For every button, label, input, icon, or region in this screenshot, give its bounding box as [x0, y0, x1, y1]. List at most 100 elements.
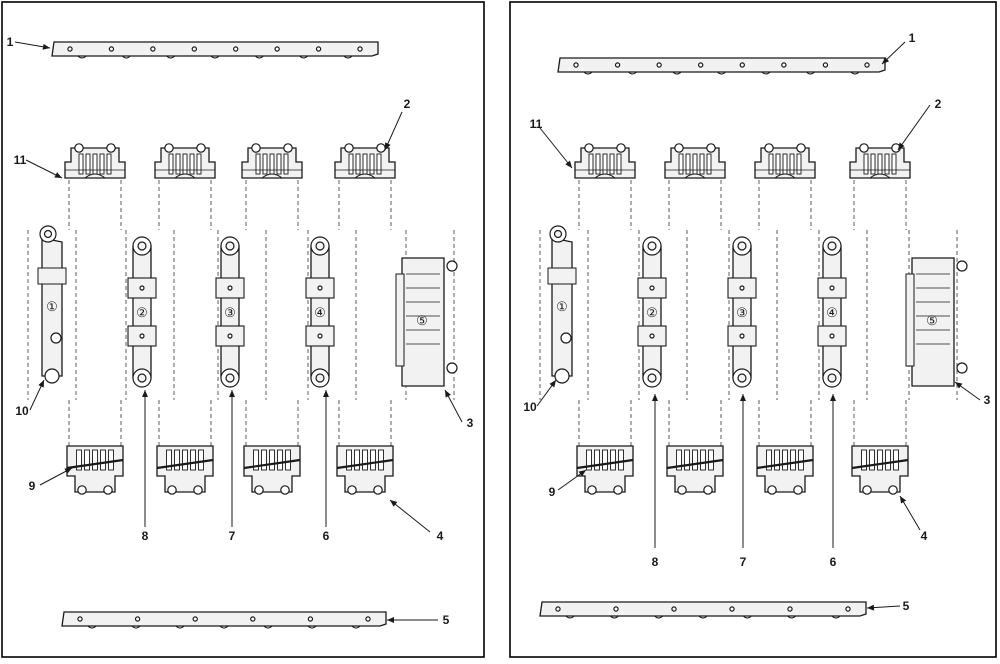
- end-follower-block: [37, 267, 67, 285]
- bar-notch: [628, 71, 637, 75]
- bracket-ear-top: [956, 260, 968, 272]
- bottom-cap-3: [243, 445, 301, 495]
- cap-slot: [92, 153, 98, 175]
- bar-notch: [87, 625, 97, 629]
- end-follower-part-10: ①: [547, 225, 577, 384]
- bottom-cap-slot: [198, 449, 204, 471]
- follower-pin-bottom: [225, 373, 235, 383]
- callout-number: 1: [909, 31, 916, 45]
- cap-slot: [863, 153, 869, 175]
- top-cap-3: [754, 143, 816, 179]
- leader-arrowhead: [229, 390, 235, 397]
- bar-hole: [77, 616, 83, 622]
- cap-bolt-left: [764, 143, 774, 153]
- cap-arch: [174, 173, 196, 179]
- end-follower-pin-top: [43, 229, 53, 239]
- leader-arrowhead: [955, 382, 963, 389]
- bottom-cap-slot: [774, 449, 780, 471]
- bottom-cap-bolt-right: [613, 485, 623, 495]
- bar-hole: [315, 46, 322, 52]
- bottom-cap-slot: [277, 449, 283, 471]
- bar-hole: [357, 46, 363, 52]
- callout: 2: [384, 97, 411, 151]
- cap-slot: [706, 153, 712, 175]
- bar-hole: [150, 46, 156, 52]
- bar-hole: [573, 62, 579, 68]
- follower-cyl-3: ③: [215, 236, 245, 388]
- bottom-cap-2: [666, 445, 724, 495]
- bar-outline: [539, 601, 867, 617]
- dashed-guide: [728, 230, 778, 400]
- bar-hole: [250, 616, 256, 622]
- cap-slot: [884, 153, 890, 175]
- bar-hole: [274, 46, 280, 52]
- cylinder-number-label: ③: [736, 305, 748, 320]
- bottom-cap-slot: [594, 449, 600, 471]
- leader-arrowhead: [652, 394, 658, 401]
- callout-number: 3: [984, 393, 991, 407]
- follower-pin-top: [225, 241, 235, 251]
- bottom-cap-slot: [708, 449, 714, 471]
- bottom-cap-bolt-right: [888, 485, 898, 495]
- dashed-guide: [578, 400, 632, 446]
- bar-notch: [166, 55, 176, 59]
- bottom-cap-bolt-left: [587, 485, 597, 495]
- bar-notch: [77, 55, 87, 59]
- bar-notch: [831, 615, 841, 619]
- bracket-flange: [905, 273, 915, 367]
- cap-slot: [106, 153, 112, 175]
- bottom-cap-bolt-left: [767, 485, 777, 495]
- cap-slot: [789, 153, 795, 175]
- bottom-cap-slot: [346, 449, 352, 471]
- callout-number: 10: [15, 404, 29, 418]
- bar-notch: [299, 55, 309, 59]
- callout-number: 11: [530, 117, 543, 131]
- bottom-cap-seal: [156, 458, 214, 470]
- cap-slot: [678, 153, 684, 175]
- cap-slot: [196, 153, 202, 175]
- cap-bolt-right: [106, 143, 116, 153]
- cap-slot: [276, 153, 282, 175]
- bottom-cap-slot: [92, 449, 98, 471]
- cap-bolt-right: [196, 143, 206, 153]
- callout: 1: [7, 35, 51, 50]
- top-cap-4: [334, 143, 396, 179]
- leader-line: [539, 127, 573, 169]
- leader-arrowhead: [387, 617, 394, 623]
- callout-number: 8: [142, 529, 149, 543]
- bar-notch: [565, 615, 575, 619]
- callout-number: 5: [443, 613, 450, 627]
- callout-number: 4: [921, 529, 928, 543]
- bar-hole: [845, 606, 851, 612]
- cap-arch: [261, 173, 283, 179]
- bottom-cap-3: [756, 445, 814, 495]
- bracket-ear-bottom: [956, 362, 968, 374]
- bar-notch: [742, 615, 752, 619]
- leader-arrowhead: [38, 380, 44, 388]
- dashed-guide: [578, 180, 632, 230]
- bar-hole: [613, 606, 619, 612]
- bar-outline: [557, 57, 886, 73]
- bar-notch: [654, 615, 664, 619]
- follower-pin-top: [137, 241, 147, 251]
- cap-slot: [182, 153, 188, 175]
- top-bar-part-1: [51, 41, 379, 59]
- end-follower-part-10: ①: [37, 225, 67, 384]
- dashed-guide: [245, 180, 299, 230]
- cap-slot: [609, 153, 615, 175]
- top-cap-4: [849, 143, 911, 179]
- bottom-cap-slot: [108, 449, 114, 471]
- callout-number: 6: [323, 529, 330, 543]
- bar-hole: [614, 62, 621, 68]
- top-cap-1: [64, 143, 126, 179]
- cap-slot: [782, 153, 788, 175]
- callout-number: 8: [652, 555, 659, 569]
- cap-slot: [348, 153, 354, 175]
- follower-cyl-2: ②: [127, 236, 157, 388]
- cap-slot: [355, 153, 361, 175]
- follower-pin-bottom: [137, 373, 147, 383]
- cylinder-number-label: ④: [314, 305, 326, 320]
- leader-arrowhead: [323, 390, 329, 397]
- dashed-guide: [217, 230, 267, 400]
